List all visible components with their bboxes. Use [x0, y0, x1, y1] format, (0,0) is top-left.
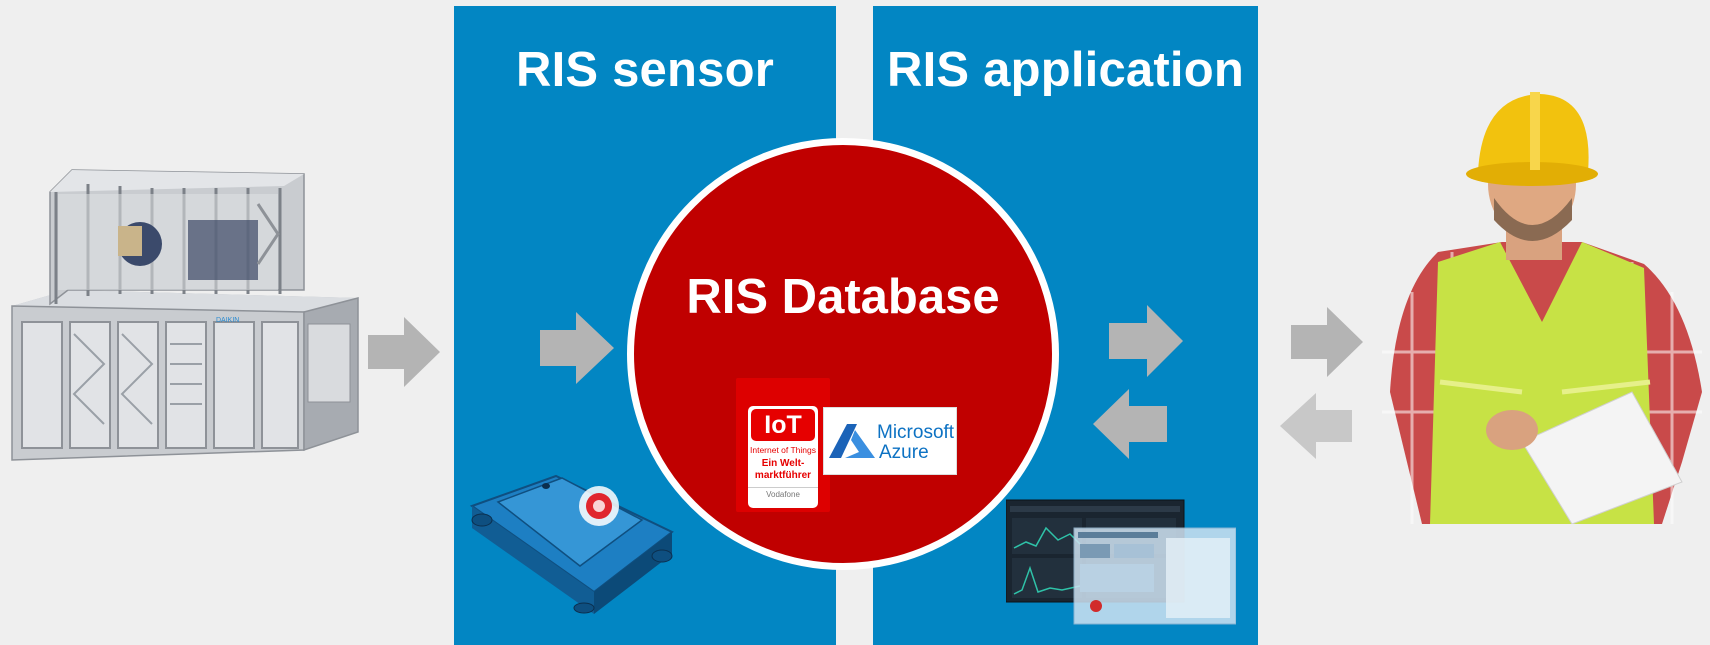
gear-icon [579, 486, 619, 526]
arrow-right-icon [540, 312, 614, 384]
arrow-right-icon [1291, 307, 1363, 377]
azure-line1: Microsoft [877, 422, 955, 443]
iot-brand: Vodafone [748, 487, 818, 499]
arrow-left-icon [1280, 393, 1352, 459]
arrow-left-icon [1093, 389, 1167, 459]
iot-claim-line2: marktführer [754, 470, 812, 481]
ris-application-screens-image [1005, 498, 1237, 631]
azure-line2: Azure [879, 442, 929, 463]
construction-worker-image [1382, 92, 1702, 529]
ris-database-title: RIS Database [686, 270, 1000, 324]
air-handling-unit-image: DAIKIN [8, 164, 360, 471]
ris-sensor-title: RIS sensor [516, 43, 774, 97]
iot-claim: Ein Welt- marktführer [748, 458, 818, 482]
microsoft-azure-badge: Microsoft Azure [823, 407, 957, 475]
ris-database-circle: RIS Database IoT Internet of Things Ein … [627, 138, 1059, 570]
arrow-right-icon [368, 317, 440, 387]
azure-logo-icon [829, 424, 875, 458]
svg-text:DAIKIN: DAIKIN [216, 317, 239, 324]
azure-text: Microsoft Azure [877, 423, 954, 463]
vodafone-iot-badge: IoT Internet of Things Ein Welt- marktfü… [736, 378, 830, 512]
iot-claim-line1: Ein Welt- [761, 458, 805, 469]
iot-tag: IoT [751, 409, 815, 441]
arrow-right-icon [1109, 305, 1183, 377]
iot-badge-card: IoT Internet of Things Ein Welt- marktfü… [748, 406, 818, 508]
ris-application-title: RIS application [887, 43, 1244, 97]
ris-sensor-device-image [466, 458, 686, 623]
iot-subtitle: Internet of Things [750, 445, 816, 455]
